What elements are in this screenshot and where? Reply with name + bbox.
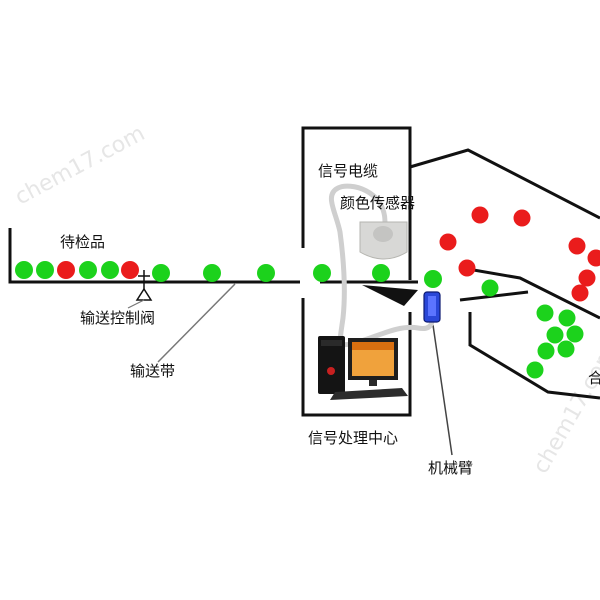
rejected-pile-ball	[578, 269, 596, 287]
qualified-pile-ball	[537, 342, 555, 360]
watermark-left: chem17.com	[11, 121, 149, 210]
on-conveyor-ball	[424, 270, 442, 288]
robot-arm-icon	[423, 291, 441, 323]
label-conveyor: 输送带	[130, 362, 175, 380]
conveyor-leader	[157, 283, 236, 363]
rejected-pile-ball	[458, 259, 476, 277]
color-sensor-icon	[359, 221, 408, 260]
label-qualified: 合	[588, 369, 600, 387]
split-guide	[459, 290, 529, 302]
watermark-right: chem17.com	[529, 342, 600, 478]
reject-chute	[461, 266, 600, 320]
rejected-pile-ball	[471, 206, 489, 224]
qualified-pile-ball	[526, 361, 544, 379]
valve-leader	[127, 299, 145, 309]
qualified-pile-ball	[566, 325, 584, 343]
sensor-housing-top	[301, 126, 412, 280]
label-items-to-inspect: 待检品	[60, 233, 105, 251]
balls-layer	[15, 206, 600, 379]
on-conveyor-ball	[152, 264, 170, 282]
rejected-pile-ball	[568, 237, 586, 255]
on-conveyor-ball	[15, 261, 33, 279]
rejected-pile-ball	[513, 209, 531, 227]
computer-icon	[318, 336, 408, 400]
rejected-pile-ball	[439, 233, 457, 251]
qualified-pile-ball	[536, 304, 554, 322]
on-conveyor-ball	[57, 261, 75, 279]
label-signal-center: 信号处理中心	[308, 429, 398, 447]
on-conveyor-ball	[101, 261, 119, 279]
conveyor-frame-left	[8, 228, 300, 284]
on-conveyor-ball	[121, 261, 139, 279]
on-conveyor-ball	[313, 264, 331, 282]
diverter-wedge	[362, 285, 418, 306]
qualified-pile-ball	[557, 340, 575, 358]
label-signal-cable: 信号电缆	[318, 162, 378, 180]
signal-cable	[328, 183, 435, 348]
control-valve-icon	[135, 270, 153, 301]
rejected-pile-ball	[571, 284, 589, 302]
qualified-pile-ball	[558, 309, 576, 327]
reject-bin-outline	[409, 148, 600, 220]
on-conveyor-ball	[372, 264, 390, 282]
robot-arm-leader	[432, 324, 453, 456]
rejected-pile-ball	[587, 249, 600, 267]
qualified-bin-outline	[468, 312, 600, 400]
label-control-valve: 输送控制阀	[80, 309, 155, 327]
label-robot-arm: 机械臂	[428, 459, 473, 477]
on-conveyor-ball	[36, 261, 54, 279]
on-conveyor-ball	[257, 264, 275, 282]
on-conveyor-ball	[203, 264, 221, 282]
on-conveyor-ball	[79, 261, 97, 279]
qualified-pile-ball	[546, 326, 564, 344]
qualified-pile-ball	[481, 279, 499, 297]
sensor-housing-bottom	[301, 298, 412, 417]
label-color-sensor: 颜色传感器	[340, 194, 415, 212]
